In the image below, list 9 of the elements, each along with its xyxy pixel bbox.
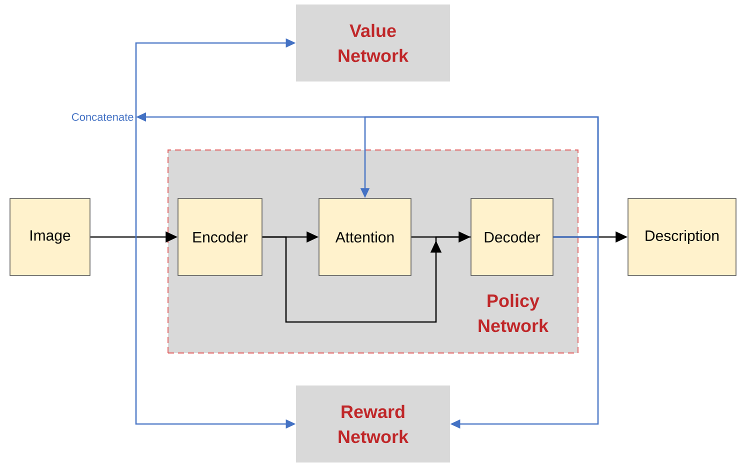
process-box: Description bbox=[628, 198, 736, 276]
network-box: Value Network bbox=[296, 4, 450, 82]
arrow bbox=[262, 236, 471, 323]
concatenate-label: Concatenate bbox=[72, 113, 134, 121]
process-box: Encoder bbox=[178, 198, 262, 276]
network-box: Reward Network bbox=[296, 386, 450, 462]
process-box: Image bbox=[10, 198, 90, 276]
process-box: Decoder bbox=[470, 198, 554, 276]
process-box: Attention bbox=[318, 198, 412, 276]
